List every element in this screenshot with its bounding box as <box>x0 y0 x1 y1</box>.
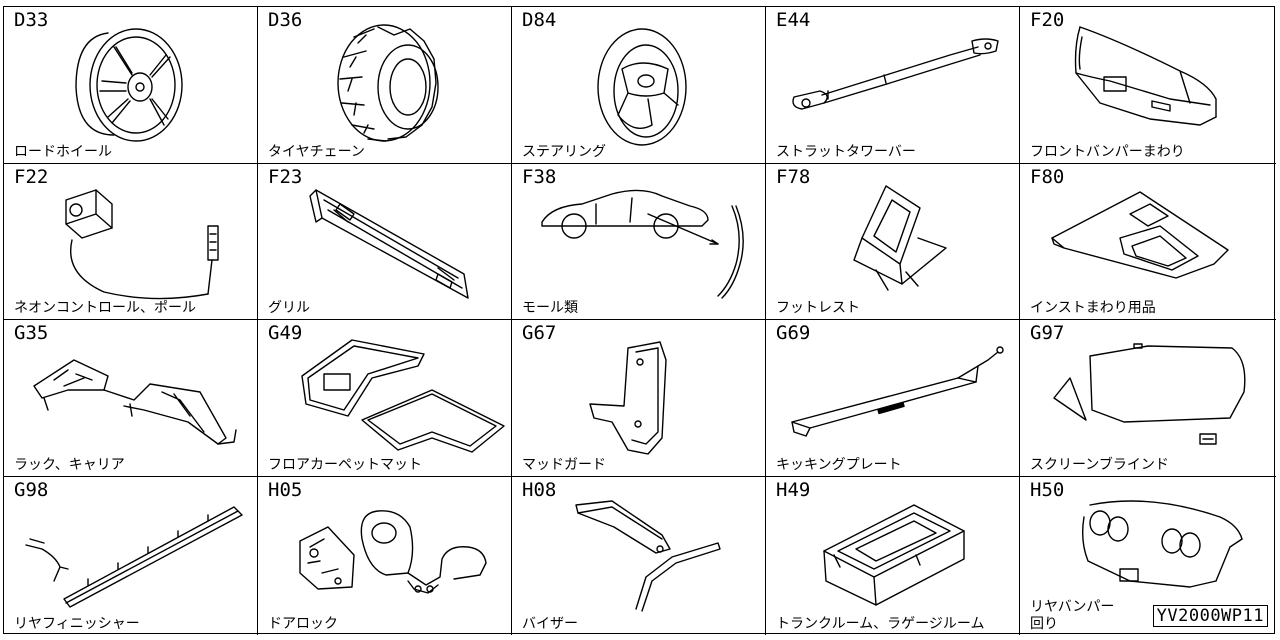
part-label: グリル <box>268 300 310 316</box>
part-cell-f38[interactable]: F38 モール類 <box>512 164 766 320</box>
part-cell-f22[interactable]: F22 ネオンコントロール、ポール <box>4 164 258 320</box>
part-cell-e44[interactable]: E44 ストラットタワーバー <box>766 7 1020 164</box>
part-label: ネオンコントロール、ポール <box>14 300 196 316</box>
part-label: フロアカーペットマット <box>268 457 422 473</box>
kicking-plate-icon <box>791 346 1004 437</box>
part-code: H50 <box>1030 479 1065 501</box>
part-label: ステアリング <box>522 144 606 160</box>
part-label: ロードホイール <box>14 144 112 160</box>
part-cell-f23[interactable]: F23 グリル <box>258 164 512 320</box>
part-label: バイザー <box>522 616 578 632</box>
molding-icon <box>541 189 744 299</box>
steering-wheel-icon <box>597 28 687 146</box>
rear-bumper-icon <box>1081 500 1243 588</box>
part-label: スクリーンブラインド <box>1030 457 1169 473</box>
screen-blind-icon <box>1053 343 1246 445</box>
part-cell-g67[interactable]: G67 マッドガード <box>512 320 766 477</box>
rack-carrier-icon <box>33 359 237 445</box>
part-label: ストラットタワーバー <box>776 144 916 160</box>
part-code: F20 <box>1030 9 1065 31</box>
part-cell-g49[interactable]: G49 フロアカーペットマット <box>258 320 512 477</box>
footrest-icon <box>853 185 947 291</box>
catalog-reference-code: YV2000WP11 <box>1152 605 1268 627</box>
part-code: G35 <box>14 322 49 344</box>
part-code: H49 <box>776 479 811 501</box>
mud-guard-icon <box>589 341 667 455</box>
part-label: インストまわり用品 <box>1030 300 1156 316</box>
parts-index-grid: D33 ロードホイール D36 タイヤチェーン D84 <box>3 6 1276 635</box>
part-code: F78 <box>776 166 811 188</box>
part-code: G69 <box>776 322 811 344</box>
part-code: F23 <box>268 166 303 188</box>
part-cell-f80[interactable]: F80 インストまわり用品 <box>1020 164 1276 320</box>
part-code: D33 <box>14 9 49 31</box>
part-code: F80 <box>1030 166 1065 188</box>
part-cell-f78[interactable]: F78 フットレスト <box>766 164 1020 320</box>
part-label: ラック、キャリア <box>14 457 125 473</box>
tire-chain-icon <box>337 24 439 142</box>
part-cell-h05[interactable]: H05 ドアロック <box>258 477 512 635</box>
part-cell-g97[interactable]: G97 スクリーンブラインド <box>1020 320 1276 477</box>
strut-tower-bar-icon <box>792 38 999 110</box>
floor-mat-icon <box>301 339 505 453</box>
part-code: G67 <box>522 322 557 344</box>
part-code: F38 <box>522 166 557 188</box>
part-code: G49 <box>268 322 303 344</box>
visor-icon <box>575 500 721 612</box>
part-label: タイヤチェーン <box>268 144 365 160</box>
part-code: D84 <box>522 9 557 31</box>
neon-control-pole-icon <box>65 189 219 300</box>
part-code: E44 <box>776 9 811 31</box>
front-bumper-icon <box>1074 26 1217 126</box>
instrument-panel-icon <box>1051 191 1229 279</box>
wheel-icon <box>75 28 183 142</box>
part-code: H08 <box>522 479 557 501</box>
part-label: キッキングプレート <box>776 457 902 473</box>
part-label: リヤバンパー 回り <box>1030 599 1115 632</box>
part-cell-d84[interactable]: D84 ステアリング <box>512 7 766 164</box>
rear-finisher-icon <box>25 506 243 608</box>
part-label: フットレスト <box>776 300 860 316</box>
part-label: ドアロック <box>268 616 338 632</box>
part-code: F22 <box>14 166 49 188</box>
part-cell-h50[interactable]: H50 リヤバンパー 回り <box>1020 477 1276 635</box>
part-cell-d33[interactable]: D33 ロードホイール <box>4 7 258 164</box>
part-cell-g98[interactable]: G98 リヤフィニッシャー <box>4 477 258 635</box>
part-code: H05 <box>268 479 303 501</box>
part-cell-g69[interactable]: G69 キッキングプレート <box>766 320 1020 477</box>
trunk-box-icon <box>823 504 965 606</box>
part-code: G97 <box>1030 322 1065 344</box>
part-label: フロントバンパーまわり <box>1030 144 1185 160</box>
part-label: モール類 <box>522 300 578 316</box>
part-label: トランクルーム、ラゲージルーム <box>776 616 985 632</box>
part-cell-h08[interactable]: H08 バイザー <box>512 477 766 635</box>
grille-icon <box>309 189 469 299</box>
part-label: リヤフィニッシャー <box>14 616 140 632</box>
part-cell-d36[interactable]: D36 タイヤチェーン <box>258 7 512 164</box>
part-code: D36 <box>268 9 303 31</box>
door-lock-icon <box>299 510 487 594</box>
part-cell-h49[interactable]: H49 トランクルーム、ラゲージルーム <box>766 477 1020 635</box>
part-code: G98 <box>14 479 49 501</box>
part-cell-g35[interactable]: G35 ラック、キャリア <box>4 320 258 477</box>
part-cell-f20[interactable]: F20 フロントバンパーまわり <box>1020 7 1276 164</box>
part-label: マッドガード <box>522 457 606 473</box>
